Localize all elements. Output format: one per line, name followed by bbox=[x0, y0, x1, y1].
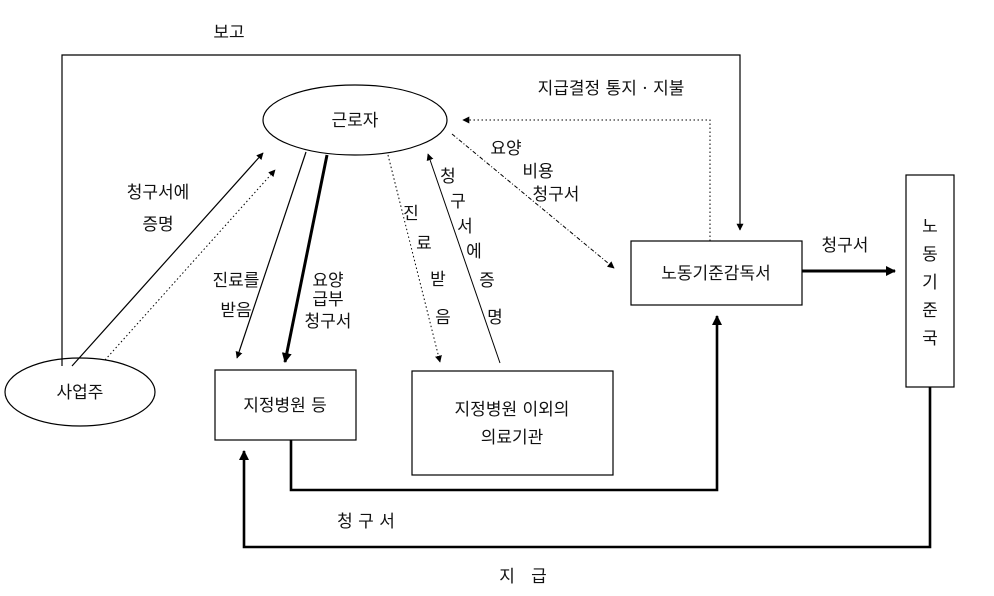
edge-other-certify bbox=[426, 153, 501, 364]
edge-hospital-claim bbox=[289, 315, 722, 492]
other-hospital-label-line1: 지정병원 이외의 bbox=[455, 400, 570, 420]
labor-bureau-char: 동 bbox=[922, 245, 938, 265]
label-report: 보고 bbox=[213, 23, 244, 43]
label-care-claim-2: 급부 bbox=[312, 290, 343, 310]
label-care-cost-1: 요양 bbox=[490, 139, 521, 159]
labor-bureau-char: 준 bbox=[922, 301, 938, 321]
other-hospital-label-line2: 의료기관 bbox=[481, 428, 544, 448]
edge-received-treatment bbox=[235, 151, 307, 359]
label-other-certify-char: 증 bbox=[479, 271, 495, 291]
labor-bureau-char: 국 bbox=[922, 329, 938, 349]
edge-care-cost-claim bbox=[451, 133, 615, 269]
label-care-cost-2: 비용 bbox=[522, 162, 553, 182]
label-other-certify-char: 에 bbox=[466, 242, 482, 262]
edge-employer-certify bbox=[71, 152, 264, 367]
label-other-certify-char: 청 bbox=[440, 167, 456, 187]
labor-bureau-char: 노 bbox=[922, 217, 938, 237]
node-worker: 근로자 bbox=[262, 84, 448, 156]
node-employer: 사업주 bbox=[4, 357, 156, 427]
edge-report bbox=[61, 54, 744, 366]
label-care-claim-3: 청구서 bbox=[305, 312, 352, 332]
label-other-certify-char: 서 bbox=[457, 217, 473, 237]
designated-hospital-label: 지정병원 등 bbox=[243, 396, 327, 416]
label-employer-certify-2: 증명 bbox=[142, 215, 173, 235]
label-other-certify-char: 구 bbox=[450, 192, 466, 212]
worker-label: 근로자 bbox=[332, 111, 379, 131]
node-inspection-office: 노동기준감독서 bbox=[630, 240, 803, 306]
edge-employer-certify-dotted bbox=[104, 169, 276, 361]
label-other-treatment-char: 받 bbox=[430, 270, 446, 290]
label-care-claim-1: 요양 bbox=[312, 271, 343, 291]
label-decision-notice: 지급결정 통지 · 지불 bbox=[538, 79, 685, 99]
edge-payment bbox=[239, 387, 932, 549]
label-claim-bottom: 청 구 서 bbox=[337, 512, 395, 532]
node-labor-bureau: 노 동 기 준 국 bbox=[905, 174, 955, 388]
edge-other-treatment bbox=[387, 154, 442, 363]
edge-care-benefit-claim bbox=[281, 154, 329, 363]
label-other-treatment-char: 료 bbox=[416, 234, 432, 254]
label-employer-certify-1: 청구서에 bbox=[127, 183, 190, 203]
employer-label: 사업주 bbox=[57, 383, 104, 403]
label-received-treatment-2: 받음 bbox=[220, 301, 251, 321]
label-claim-to-bureau: 청구서 bbox=[822, 236, 869, 256]
label-received-treatment-1: 진료를 bbox=[213, 271, 260, 291]
labor-bureau-char: 기 bbox=[922, 273, 938, 293]
label-care-cost-3: 청구서 bbox=[533, 185, 580, 205]
node-other-hospital: 지정병원 이외의 의료기관 bbox=[411, 370, 614, 476]
inspection-office-label: 노동기준감독서 bbox=[661, 264, 770, 284]
label-other-treatment-char: 음 bbox=[435, 308, 451, 328]
label-payment-bottom: 지 급 bbox=[499, 567, 547, 587]
label-other-treatment-char: 진 bbox=[403, 204, 419, 224]
label-other-certify-char: 명 bbox=[487, 308, 503, 328]
edge-decision-notice bbox=[462, 116, 711, 241]
node-designated-hospital: 지정병원 등 bbox=[214, 369, 357, 441]
